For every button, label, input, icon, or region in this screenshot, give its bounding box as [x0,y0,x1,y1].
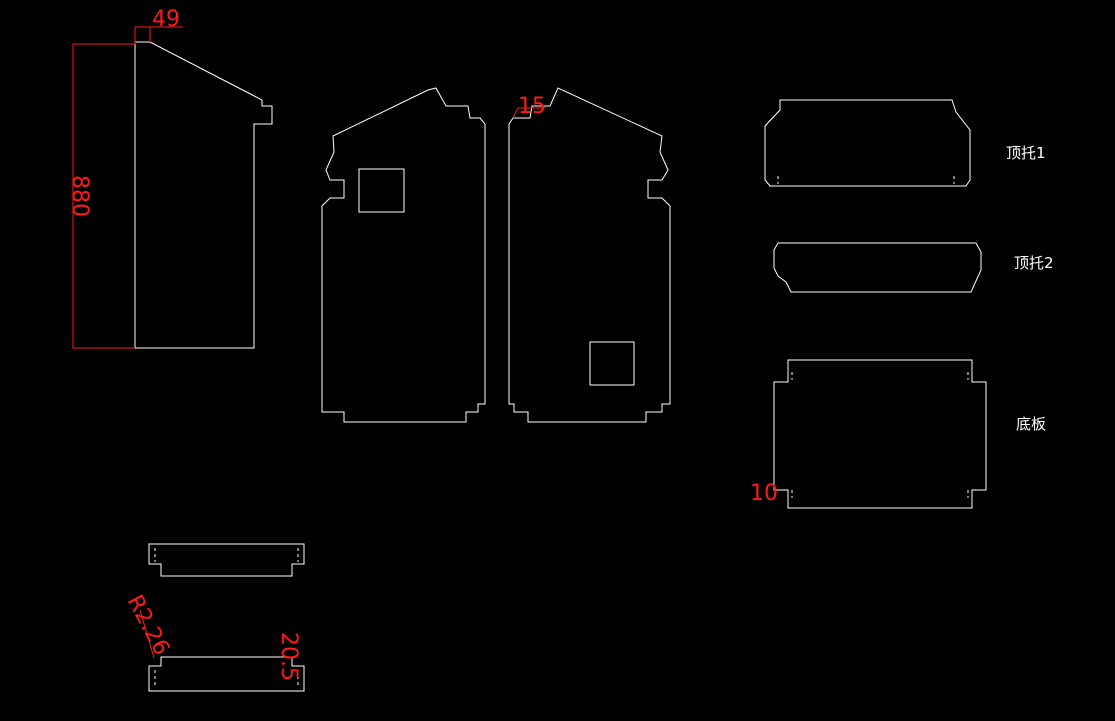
top-bracket-2-label: 顶托2 [1014,254,1054,272]
corner-dimension: 10 [750,481,778,506]
lower-strip-1-outline [148,543,305,577]
depth-dimension: 20.5 [276,632,301,681]
top-offset-dimension-lines [134,26,183,44]
base-plate-outline [773,359,987,509]
right-window-opening [589,341,635,386]
top-bracket-1-hidden-lines [777,176,955,184]
left-window-opening [358,168,405,213]
radius-dimension-leader [139,609,155,659]
left-side-panel [321,87,486,423]
top-bracket-1-label: 顶托1 [1006,144,1046,162]
base-plate-label: 底板 [1016,415,1046,433]
notch-dimension-leader [512,107,546,119]
side-profile-outline [134,41,273,349]
lower-strip-2-part [139,609,305,692]
top-bracket-1-outline [764,99,971,187]
height-dimension-lines [72,43,135,349]
base-plate-part [773,359,987,509]
radius-dimension: R2.26 [122,591,174,659]
lower-strip-1-hidden-lines [154,548,299,562]
lower-strip-1-part [148,543,305,577]
height-dimension: 880 [67,175,92,217]
top-bracket-2-part [773,242,982,293]
lower-strip-2-outline [148,656,305,692]
base-plate-hidden-lines [791,372,969,498]
top-bracket-2-outline [773,242,982,293]
side-profile-panel [72,26,273,349]
left-side-panel-outline [321,87,486,423]
notch-dimension: 15 [518,94,546,119]
top-offset-dimension: 49 [152,7,180,32]
top-bracket-1-part [764,99,971,187]
right-side-panel [508,87,671,423]
lower-strip-2-hidden-lines [154,670,299,688]
right-side-panel-outline [508,87,671,423]
